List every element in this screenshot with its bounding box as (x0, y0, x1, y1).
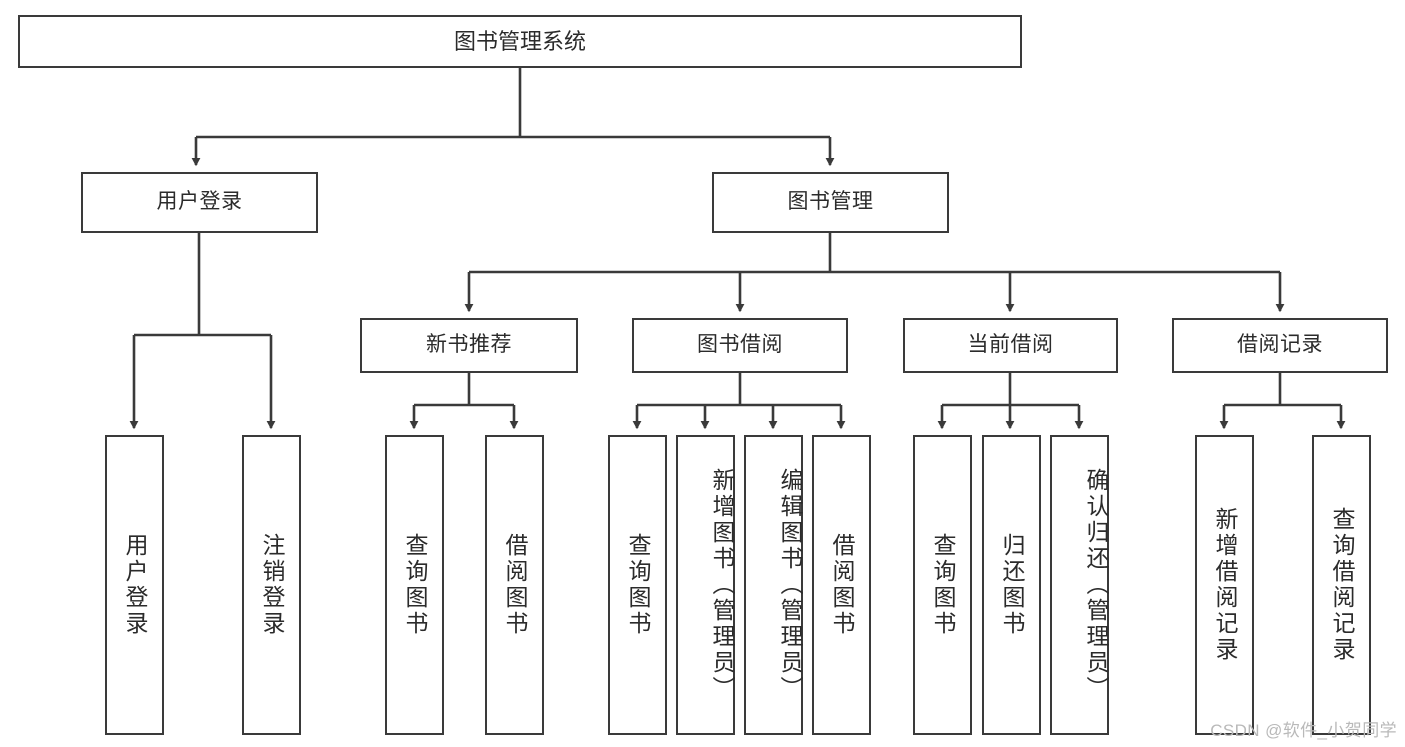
node-label: 查询图书 (930, 533, 956, 637)
node-label: 当前借阅 (967, 333, 1054, 357)
node-leaf-borrow-books-new[interactable]: 借阅图书 (485, 435, 544, 735)
node-leaf-query-books-current[interactable]: 查询图书 (913, 435, 972, 735)
node-label: 图书管理 (787, 190, 874, 214)
node-label: 编辑图书（管理员） (777, 468, 803, 702)
node-leaf-confirm-return-admin[interactable]: 确认归还（管理员） (1050, 435, 1109, 735)
node-label: 归还图书 (999, 533, 1025, 637)
node-label: 确认归还（管理员） (1083, 468, 1109, 702)
node-leaf-query-books-new[interactable]: 查询图书 (385, 435, 444, 735)
node-label: 查询图书 (402, 533, 428, 637)
node-label: 新增图书（管理员） (709, 468, 735, 702)
node-borrowing-records[interactable]: 借阅记录 (1172, 318, 1388, 373)
node-root-system[interactable]: 图书管理系统 (18, 15, 1022, 68)
node-user-login[interactable]: 用户登录 (81, 172, 318, 233)
node-leaf-add-borrow-record[interactable]: 新增借阅记录 (1195, 435, 1254, 735)
node-label: 借阅记录 (1237, 333, 1323, 357)
node-leaf-logout[interactable]: 注销登录 (242, 435, 301, 735)
node-leaf-add-book-admin[interactable]: 新增图书（管理员） (676, 435, 735, 735)
node-leaf-borrow-books[interactable]: 借阅图书 (812, 435, 871, 735)
node-label: 注销登录 (259, 533, 285, 637)
node-leaf-query-books-borrow[interactable]: 查询图书 (608, 435, 667, 735)
node-label: 新书推荐 (426, 333, 512, 357)
node-label: 图书管理系统 (453, 28, 586, 54)
node-label: 借阅图书 (502, 533, 528, 637)
node-label: 查询图书 (625, 533, 651, 637)
node-leaf-query-borrow-record[interactable]: 查询借阅记录 (1312, 435, 1371, 735)
node-label: 查询借阅记录 (1329, 507, 1355, 663)
node-label: 新增借阅记录 (1212, 507, 1238, 663)
node-current-borrowing[interactable]: 当前借阅 (903, 318, 1118, 373)
node-leaf-user-login[interactable]: 用户登录 (105, 435, 164, 735)
node-label: 图书借阅 (697, 333, 783, 357)
watermark-text: CSDN @软件_小贺同学 (1210, 721, 1397, 740)
node-new-book-recommendation[interactable]: 新书推荐 (360, 318, 578, 373)
node-label: 用户登录 (122, 533, 148, 637)
node-book-management[interactable]: 图书管理 (712, 172, 949, 233)
node-leaf-return-books[interactable]: 归还图书 (982, 435, 1041, 735)
node-leaf-edit-book-admin[interactable]: 编辑图书（管理员） (744, 435, 803, 735)
node-book-borrowing[interactable]: 图书借阅 (632, 318, 848, 373)
node-label: 借阅图书 (829, 533, 855, 637)
node-label: 用户登录 (156, 190, 243, 214)
